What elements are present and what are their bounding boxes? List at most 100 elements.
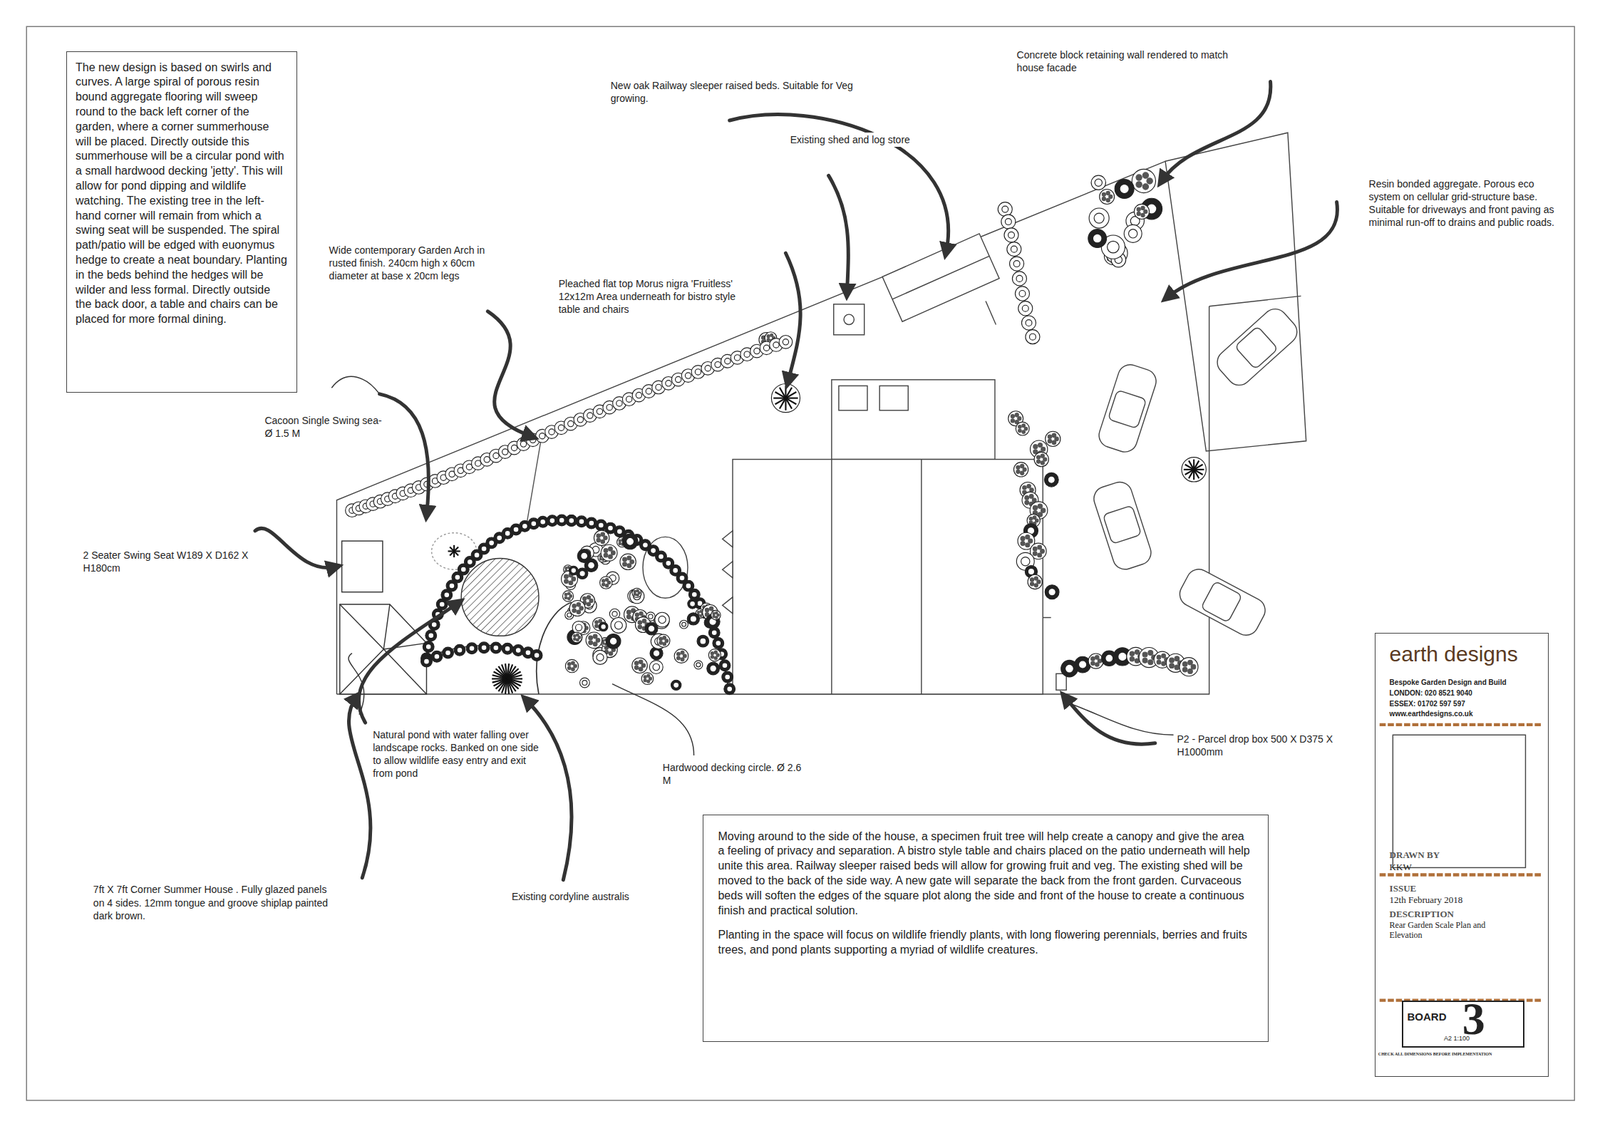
plant-symbol	[431, 650, 443, 663]
plan-rect	[1108, 389, 1147, 429]
plant-symbol	[1022, 424, 1026, 428]
plant-symbol	[511, 444, 517, 451]
plant-symbol	[568, 565, 578, 576]
plant-symbol	[1020, 463, 1025, 468]
plant-symbol	[679, 575, 684, 580]
callout-label: Cacoon Single Swing sea- Ø 1.5 M	[262, 413, 384, 441]
title-block-text: LONDON: 020 8521 9040	[1389, 689, 1553, 698]
plant-symbol	[585, 632, 603, 649]
plan-path	[358, 602, 459, 723]
plan-rect	[1235, 326, 1279, 370]
plant-symbol	[461, 567, 466, 571]
plant-symbol	[1120, 185, 1129, 194]
plant-symbol	[664, 639, 669, 643]
plant-symbol	[603, 553, 608, 558]
plant-symbol	[1146, 178, 1153, 184]
plant-symbol	[567, 612, 572, 618]
plan-line	[1379, 873, 1543, 876]
plant-symbol	[1022, 467, 1027, 472]
plan-rect	[1090, 478, 1154, 573]
plant-symbol	[1079, 661, 1087, 668]
plant-symbol	[712, 612, 715, 615]
plan-rect	[1102, 505, 1142, 544]
plant-symbol	[648, 626, 654, 632]
plan-rect	[1056, 673, 1067, 690]
plant-symbol	[630, 588, 645, 603]
plant-symbol	[1010, 245, 1018, 253]
plant-symbol	[592, 634, 598, 639]
plant-symbol	[1025, 320, 1032, 327]
plan-polygon	[722, 561, 733, 578]
plant-symbol	[571, 568, 576, 573]
plant-symbol	[588, 562, 594, 568]
plan-rect	[26, 26, 1575, 1101]
plan-line	[920, 459, 922, 695]
plant-symbol	[1106, 654, 1113, 662]
plant-symbol	[679, 620, 689, 629]
plant-symbol	[515, 648, 520, 653]
plant-symbol	[1181, 457, 1206, 482]
title-block-text: DRAWN BY	[1389, 849, 1533, 861]
plant-symbol	[1016, 465, 1020, 469]
plant-symbol	[1037, 503, 1042, 509]
plant-symbol	[652, 663, 660, 670]
plant-symbol	[1142, 172, 1149, 179]
title-block-text: 3	[1462, 996, 1514, 1042]
plant-symbol	[581, 553, 587, 559]
body-text: The new design is based on swirls and cu…	[75, 60, 288, 328]
plant-symbol	[1106, 191, 1110, 195]
plant-symbol	[712, 615, 715, 618]
plant-symbol	[690, 602, 695, 606]
plant-symbol	[643, 679, 647, 683]
plant-symbol	[576, 568, 588, 579]
plant-symbol	[1037, 553, 1042, 558]
plant-symbol	[449, 583, 454, 588]
plant-symbol	[572, 621, 586, 635]
plant-symbol	[474, 553, 479, 557]
plant-symbol	[705, 614, 720, 629]
plant-symbol	[1101, 196, 1106, 201]
plant-symbol	[569, 518, 574, 523]
plant-symbol	[595, 620, 599, 625]
plant-symbol	[614, 621, 623, 630]
callout-label: 7ft X 7ft Corner Summer House . Fully gl…	[91, 882, 335, 923]
plant-symbol	[429, 633, 433, 638]
plant-symbol	[1034, 451, 1049, 467]
plant-symbol	[1040, 453, 1045, 458]
plant-symbol	[649, 660, 663, 675]
plant-symbol	[1021, 315, 1036, 330]
plant-symbol	[671, 679, 682, 690]
plant-symbol	[727, 687, 732, 691]
plant-symbol	[690, 616, 696, 622]
plant-symbol	[576, 633, 580, 637]
plant-symbol	[1190, 664, 1196, 670]
plant-symbol	[483, 456, 490, 463]
plan-path	[729, 114, 949, 254]
tree-symbol	[785, 391, 797, 399]
plant-symbol	[626, 610, 631, 615]
plant-symbol	[1024, 500, 1030, 505]
plant-symbol	[576, 610, 581, 614]
plant-symbol	[754, 347, 760, 354]
plant-symbol	[659, 641, 663, 645]
plant-symbol	[1034, 583, 1038, 588]
plant-symbol	[1156, 659, 1161, 665]
plant-symbol	[1093, 213, 1104, 224]
plant-symbol	[1169, 657, 1175, 663]
plant-symbol	[596, 533, 601, 538]
plant-symbol	[697, 601, 702, 606]
plant-symbol	[440, 602, 445, 606]
plant-symbol	[606, 404, 613, 410]
plan-rect	[831, 379, 995, 460]
plant-symbol	[773, 342, 779, 348]
plant-symbol	[600, 539, 605, 544]
plant-symbol	[434, 654, 439, 659]
plant-symbol	[771, 384, 800, 413]
plan-path	[525, 699, 572, 881]
title-block-text: earth designs	[1389, 641, 1553, 668]
plan-ellipse	[642, 536, 688, 598]
plant-symbol	[580, 571, 585, 576]
plant-symbol	[1009, 256, 1025, 271]
plant-symbol	[1036, 455, 1041, 459]
plant-symbol	[697, 611, 700, 614]
